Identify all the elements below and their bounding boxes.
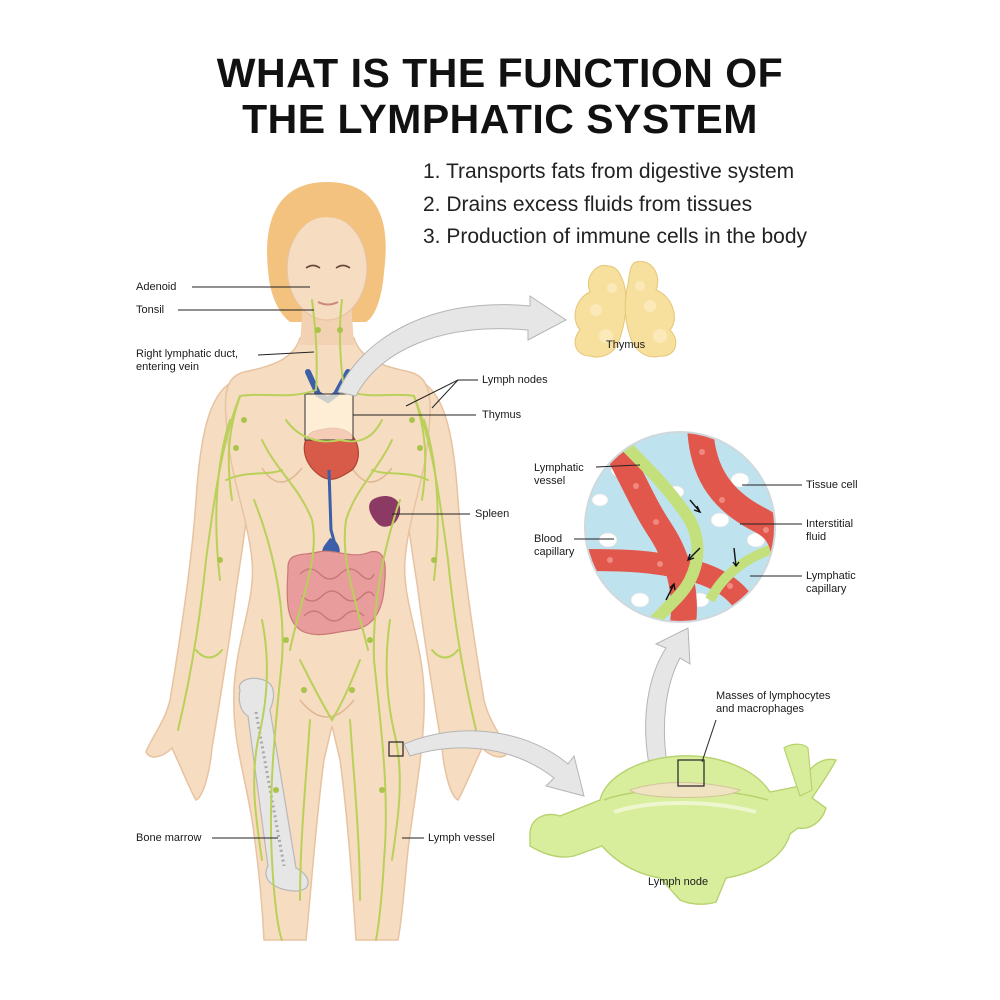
label-bone-marrow: Bone marrow <box>136 832 202 844</box>
label-thymus-body: Thymus <box>482 409 522 421</box>
lymph-node-detail <box>529 743 838 905</box>
thymus-detail <box>574 260 677 358</box>
lymph-network <box>177 299 477 941</box>
label-interstitial-fluid: Interstitial fluid <box>806 518 854 543</box>
arrow-to-capillary-detail <box>645 627 691 771</box>
label-spleen: Spleen <box>475 508 510 520</box>
arrow-to-lymph-node <box>403 730 585 797</box>
capillary-detail-circle <box>584 431 776 623</box>
intestines <box>286 550 386 636</box>
label-lymphatic-capillary: Lymphatic capillary <box>806 570 856 595</box>
label-tonsil: Tonsil <box>136 304 165 316</box>
lymph-node-dots <box>217 327 437 793</box>
callout-arrows <box>337 295 691 797</box>
title-line-1: WHAT IS THE FUNCTION OF <box>216 50 784 96</box>
label-masses-of-lymphocytes: Masses of lymphocytes and macrophages <box>716 690 831 715</box>
title-line-2: THE LYMPHATIC SYSTEM <box>242 96 758 142</box>
label-thymus-detail: Thymus <box>606 339 646 351</box>
function-item-3: 3. Production of immune cells in the bod… <box>423 225 808 248</box>
label-blood-capillary: Blood capillary <box>534 533 575 558</box>
label-tissue-cell: Tissue cell <box>806 479 858 491</box>
masses-highlight-box <box>677 759 705 787</box>
lymph-node-highlight-box <box>388 741 404 757</box>
spleen <box>369 496 401 527</box>
leader-lines <box>178 286 802 839</box>
human-body-figure <box>145 182 509 941</box>
label-lymphatic-vessel: Lymphatic vessel <box>534 462 584 487</box>
label-right-lymphatic-duct: Right lymphatic duct, entering vein <box>136 348 239 373</box>
label-lymph-node: Lymph node <box>648 876 709 888</box>
label-lymph-nodes: Lymph nodes <box>482 374 548 386</box>
function-item-2: 2. Drains excess fluids from tissues <box>423 193 753 216</box>
label-lymph-vessel: Lymph vessel <box>428 832 495 844</box>
hair-fringe <box>286 196 371 258</box>
function-item-1: 1. Transports fats from digestive system <box>423 160 795 183</box>
arrow-to-thymus <box>337 295 567 397</box>
label-adenoid: Adenoid <box>136 281 177 293</box>
thymus-highlight-box <box>304 393 354 441</box>
right-arm <box>145 380 257 801</box>
